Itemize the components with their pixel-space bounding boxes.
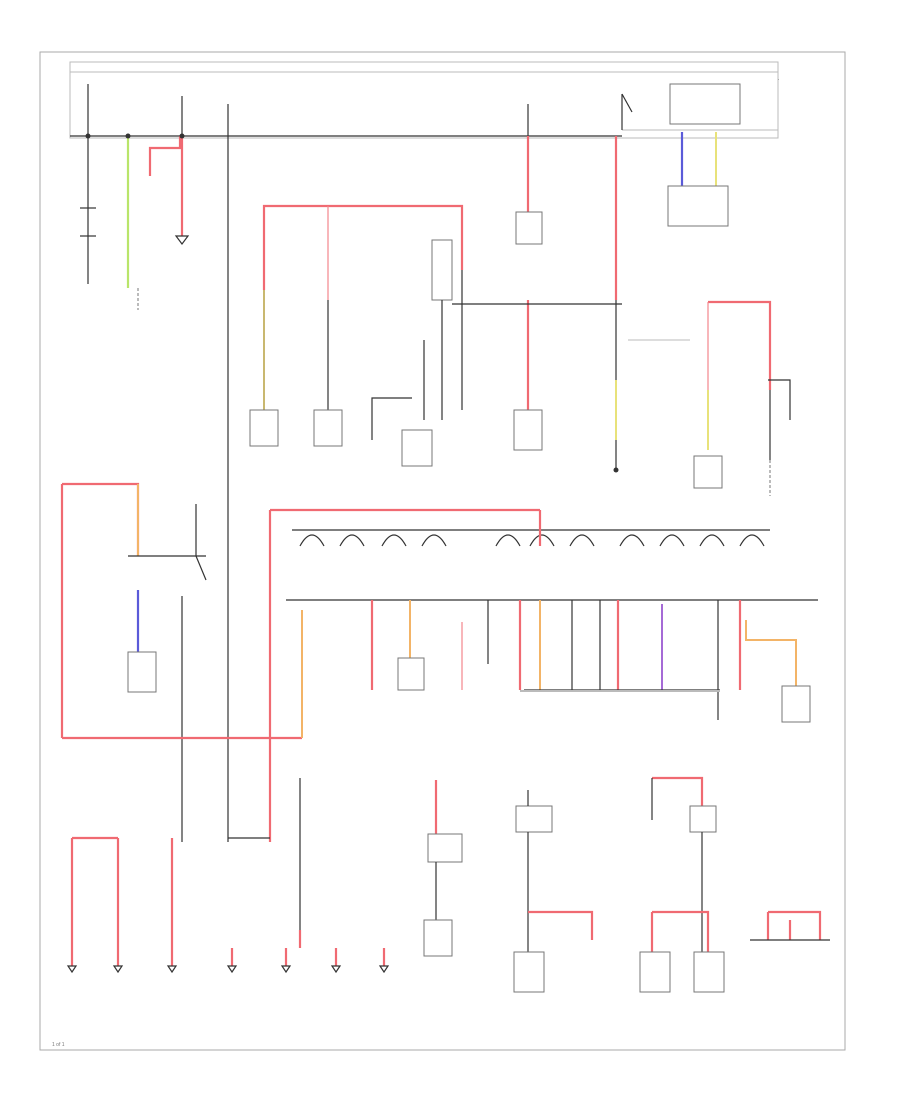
left-switch-circuit [60,482,303,842]
fuse-block [268,508,818,842]
ground-symbols [66,965,390,974]
top-center-circuits [249,104,791,496]
battery-junction-box: . [69,61,779,139]
page-number: 1 of 1 [52,1042,65,1048]
diagram-frame [39,51,846,1051]
battery-circuit [80,84,229,842]
lower-circuits [70,776,830,993]
junction-box-label: . [778,76,779,82]
